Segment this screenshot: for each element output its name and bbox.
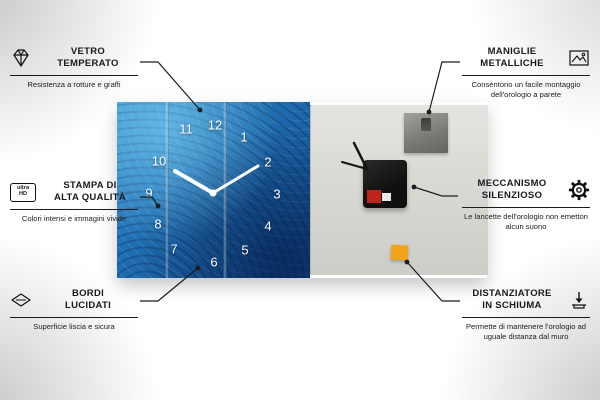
clock-number-5: 5 bbox=[241, 242, 249, 258]
clock-number-12: 12 bbox=[207, 117, 223, 133]
callout-foam-spacer: DISTANZIATORE IN SCHIUMA Permette di man… bbox=[462, 288, 590, 342]
callout-print-quality: ultra HD STAMPA DI ALTA QUALITÀ Colori i… bbox=[10, 180, 138, 224]
callout-title: VETRO TEMPERATO bbox=[57, 46, 119, 70]
clock-number-9: 9 bbox=[145, 185, 153, 201]
callout-title: DISTANZIATORE IN SCHIUMA bbox=[472, 288, 552, 312]
clock-number-1: 1 bbox=[240, 129, 248, 145]
clock-back-panel bbox=[310, 105, 488, 275]
clock-mechanism bbox=[363, 160, 407, 208]
callout-title: STAMPA DI ALTA QUALITÀ bbox=[53, 180, 127, 204]
callout-subtitle: Permette di mantenere l'orologio ad ugua… bbox=[465, 321, 587, 341]
battery-label bbox=[382, 193, 391, 201]
clock-number-10: 10 bbox=[151, 153, 167, 169]
metal-hanger-plate bbox=[404, 113, 448, 153]
ultra-hd-icon: ultra HD bbox=[10, 182, 36, 202]
wall-clock-product: 12 11 1 10 2 9 3 8 4 7 5 6 bbox=[117, 102, 488, 278]
callout-silent-mechanism: MECCANISMO SILENZIOSO bbox=[462, 178, 590, 232]
gear-icon bbox=[568, 179, 590, 201]
divider bbox=[10, 74, 138, 76]
clock-number-2: 2 bbox=[264, 154, 272, 170]
divider bbox=[10, 208, 138, 210]
callout-title: MECCANISMO SILENZIOSO bbox=[477, 178, 547, 202]
spacer-arrow-icon bbox=[568, 290, 590, 310]
diamond-icon bbox=[10, 48, 32, 68]
callout-polished-edges: BORDI LUCIDATI Superficie liscia e sicur… bbox=[10, 288, 138, 332]
clock-front-face: 12 11 1 10 2 9 3 8 4 7 5 6 bbox=[117, 102, 310, 278]
clock-number-7: 7 bbox=[170, 241, 178, 257]
clock-number-8: 8 bbox=[154, 216, 162, 232]
divider bbox=[10, 316, 138, 318]
battery bbox=[367, 190, 381, 203]
callout-tempered-glass: VETRO TEMPERATO Resistenza a rotture e g… bbox=[10, 46, 138, 90]
picture-frame-icon bbox=[568, 48, 590, 68]
callout-subtitle: Superficie liscia e sicura bbox=[33, 321, 115, 331]
divider bbox=[462, 316, 590, 318]
clock-number-3: 3 bbox=[273, 186, 281, 202]
clock-number-6: 6 bbox=[210, 254, 218, 270]
hanger-slot bbox=[421, 118, 431, 131]
callout-title: BORDI LUCIDATI bbox=[64, 288, 112, 312]
callout-subtitle: Resistenza a rotture e graffi bbox=[27, 79, 121, 89]
glass-seam bbox=[223, 102, 227, 278]
callout-subtitle: Colori intensi e immagini vivide bbox=[21, 213, 127, 223]
callout-subtitle: Consentono un facile montaggio dell'orol… bbox=[471, 79, 581, 99]
glass-seam bbox=[165, 102, 169, 278]
callout-subtitle: Le lancette dell'orologio non emetton al… bbox=[464, 211, 588, 231]
foam-spacer bbox=[390, 244, 409, 261]
divider bbox=[462, 206, 590, 208]
clock-hands bbox=[173, 164, 260, 197]
divider bbox=[462, 74, 590, 76]
callout-metal-handles: MANIGLIE METALLICHE Consentono un facile… bbox=[462, 46, 590, 100]
clock-number-11: 11 bbox=[179, 121, 193, 137]
polished-edge-icon bbox=[10, 290, 32, 310]
callout-title: MANIGLIE METALLICHE bbox=[480, 46, 544, 70]
clock-number-4: 4 bbox=[264, 218, 272, 234]
